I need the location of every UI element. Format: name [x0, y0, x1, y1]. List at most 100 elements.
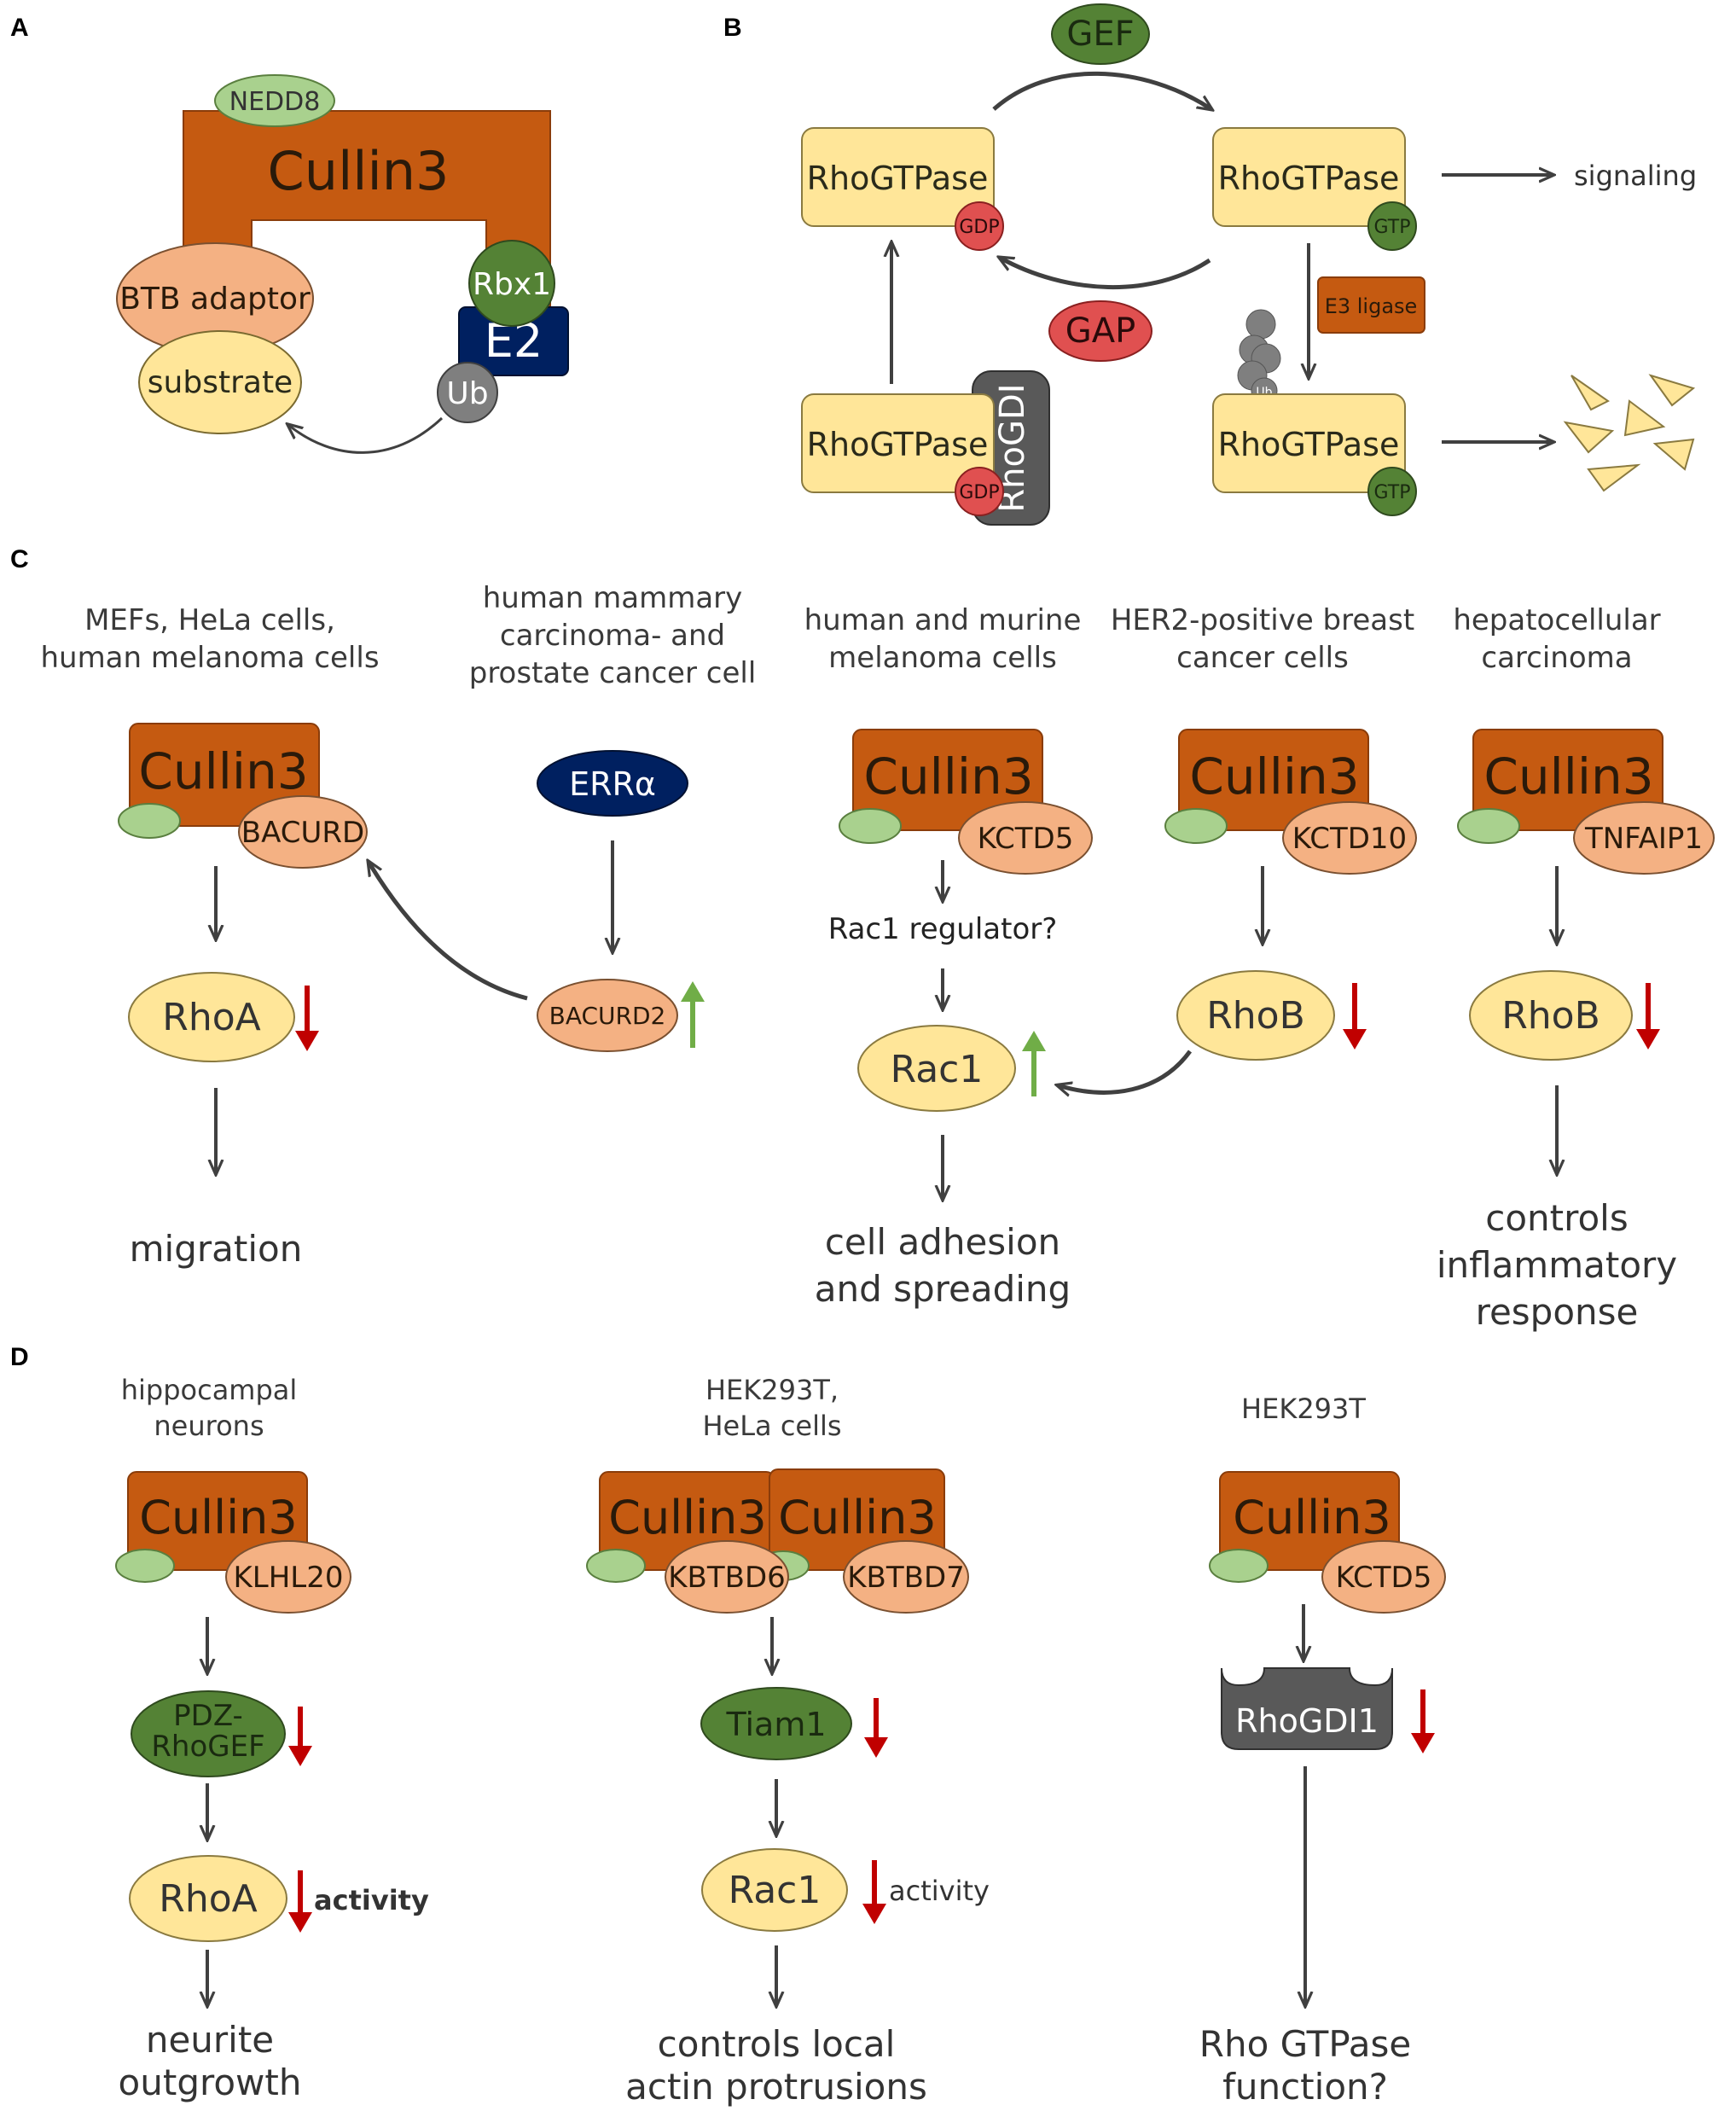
gtp-ub-label: GTP — [1374, 482, 1411, 503]
c2-context-line2: carcinoma- and — [500, 619, 725, 653]
panel-letter-a: A — [10, 14, 29, 42]
c4-context-line1: HER2-positive breast — [1111, 603, 1414, 637]
c4-target-label: RhoB — [1206, 994, 1305, 1038]
panel-letter-c: C — [10, 545, 29, 573]
panel-d: hippocampal neurons Cullin3 KLHL20 PDZ- … — [115, 1374, 1446, 2108]
c4-cullin3-label: Cullin3 — [1189, 747, 1359, 805]
c3-intermediate: Rac1 regulator? — [828, 912, 1058, 946]
down-arrow-icon — [288, 1707, 312, 1766]
d2-adaptor-node-a — [665, 1540, 789, 1614]
d1-context-line1: hippocampal — [121, 1374, 298, 1406]
d1-target-label: RhoA — [159, 1877, 257, 1921]
c3-adaptor-label: KCTD5 — [978, 822, 1074, 856]
panel-c: MEFs, HeLa cells, human melanoma cells h… — [40, 581, 1715, 1333]
c4-nedd8 — [1164, 808, 1228, 844]
d2-outcome-line1: controls local — [658, 2023, 896, 2065]
nedd8-label: NEDD8 — [229, 87, 321, 117]
up-arrow-icon — [681, 981, 705, 1048]
d2-context-line1: HEK293T, — [705, 1374, 839, 1406]
c2-feedback-arrow — [369, 862, 528, 1001]
c3-context-line2: melanoma cells — [828, 641, 1057, 675]
c3-adaptor-node — [958, 801, 1093, 875]
d2-gef-label: Tiam1 — [725, 1706, 826, 1743]
down-arrow-icon — [1411, 1689, 1435, 1753]
c5-adaptor-node — [1573, 801, 1715, 875]
fragment-shard — [1648, 374, 1696, 407]
gap-inactivation-arrow — [1000, 258, 1211, 290]
d2-adaptor-node-b — [843, 1540, 969, 1614]
cullin3-label: Cullin3 — [267, 140, 449, 202]
down-arrow-icon — [864, 1698, 888, 1758]
d3-cullin3-label: Cullin3 — [1233, 1491, 1391, 1544]
gap-label: GAP — [1065, 311, 1135, 351]
rhogtpase-ub-label: RhoGTPase — [1218, 426, 1400, 463]
d1-nedd8 — [115, 1549, 175, 1583]
rhogtpase-gtp-label: RhoGTPase — [1218, 160, 1400, 197]
d2-adaptor-label-b: KBTBD7 — [847, 1561, 965, 1595]
substrate-node — [138, 330, 302, 434]
c1-target-node — [128, 972, 295, 1062]
btb-adaptor-label: BTB adaptor — [119, 282, 311, 317]
c5-nedd8 — [1457, 808, 1520, 844]
nedd8-node — [214, 74, 335, 127]
rhogtpase-bound-label: RhoGTPase — [807, 426, 989, 463]
e3-ligase-box — [1317, 276, 1425, 334]
c4-context-line2: cancer cells — [1176, 641, 1349, 675]
fragment-shard — [1563, 421, 1615, 454]
c2-regulator-label: ERRα — [569, 765, 656, 803]
d1-gef-node — [131, 1690, 286, 1777]
gdp-bound-label: GDP — [959, 482, 999, 503]
c4-adaptor-node — [1282, 801, 1417, 875]
gdp-badge — [955, 201, 1004, 251]
signaling-label: signaling — [1574, 160, 1697, 192]
d2-activity-label: activity — [889, 1875, 990, 1907]
down-arrow-icon — [1636, 983, 1660, 1050]
fragment-shard — [1652, 438, 1695, 471]
c5-adaptor-label: TNFAIP1 — [1584, 822, 1703, 856]
gap-node — [1048, 300, 1152, 362]
substrate-label: substrate — [148, 365, 293, 400]
gtp-badge-ub — [1367, 467, 1417, 516]
c1-outcome: migration — [130, 1228, 303, 1270]
fragment-shard — [1623, 399, 1666, 437]
rbx1-label: Rbx1 — [473, 267, 551, 302]
c2-regulator-node — [537, 750, 688, 817]
ub-node — [437, 362, 498, 423]
c3-target-label: Rac1 — [891, 1048, 984, 1091]
down-arrow-icon — [295, 986, 319, 1051]
gdp-badge-bound — [955, 467, 1004, 516]
d1-outcome-line2: outgrowth — [119, 2062, 302, 2103]
down-arrow-icon — [1343, 983, 1367, 1050]
d2-outcome-line2: actin protrusions — [625, 2066, 927, 2108]
d1-target-node — [129, 1855, 287, 1942]
d1-adaptor-node — [225, 1540, 351, 1614]
d1-cullin3-label: Cullin3 — [139, 1491, 298, 1544]
c4-target-node — [1176, 970, 1335, 1061]
gef-activation-arrow — [992, 71, 1211, 109]
c5-cullin3-label: Cullin3 — [1483, 747, 1653, 805]
down-arrow-icon — [288, 1870, 312, 1933]
ub-label: Ub — [446, 376, 488, 411]
d3-outcome-line1: Rho GTPase — [1199, 2023, 1411, 2065]
d3-context-line1: HEK293T — [1241, 1393, 1366, 1425]
c5-context-line2: carcinoma — [1481, 641, 1632, 675]
c2-context-line3: prostate cancer cell — [469, 656, 757, 690]
c5-context-line1: hepatocellular — [1453, 603, 1660, 637]
c4-to-rac1-arrow — [1058, 1050, 1193, 1092]
c2-context-line1: human mammary — [483, 581, 743, 615]
c3-outcome-line2: and spreading — [815, 1268, 1071, 1310]
c1-adaptor-label: BACURD — [241, 816, 364, 850]
c4-adaptor-label: KCTD10 — [1292, 822, 1407, 856]
d3-target-label: RhoGDI1 — [1235, 1702, 1379, 1740]
fragment-shard — [1587, 463, 1641, 492]
d3-adaptor-node — [1321, 1540, 1446, 1614]
e3-ligase-label: E3 ligase — [1325, 294, 1418, 318]
gdp-label: GDP — [959, 217, 999, 238]
rhogtpase-gdp-box — [801, 127, 995, 227]
panel-letter-d: D — [10, 1343, 29, 1371]
panel-a: NEDD8 Cullin3 BTB adaptor substrate E2 R… — [116, 74, 569, 454]
d2-gef-node — [700, 1687, 852, 1760]
d2-cullin3-label-a: Cullin3 — [608, 1491, 767, 1544]
c2-adaptor-node — [537, 979, 678, 1052]
